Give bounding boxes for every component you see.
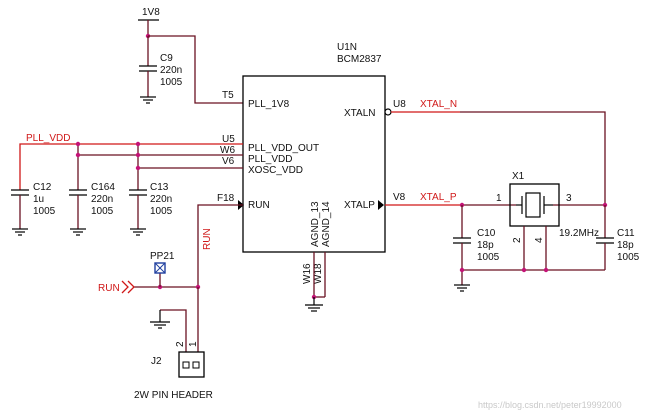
pin-name-pll-vdd-out: PLL_VDD_OUT bbox=[248, 143, 319, 154]
wire-run bbox=[197, 204, 243, 287]
pin-num-w18: W18 bbox=[313, 263, 324, 284]
net-label-run: RUN bbox=[202, 228, 213, 250]
c164-value: 220n bbox=[91, 194, 113, 205]
c12-size: 1005 bbox=[33, 206, 56, 217]
capacitor-c164: C164 220n 1005 bbox=[69, 182, 115, 236]
power-1v8-label: 1V8 bbox=[142, 7, 160, 18]
pin-name-xtaln: XTALN bbox=[344, 108, 376, 119]
x1-pin-4: 4 bbox=[534, 237, 545, 243]
capacitor-c11: C11 18p 1005 bbox=[596, 205, 640, 270]
c164-size: 1005 bbox=[91, 206, 114, 217]
c11-ref: C11 bbox=[617, 228, 635, 239]
run-port: RUN bbox=[98, 280, 135, 294]
pin-name-pll-vdd: PLL_VDD bbox=[248, 154, 292, 165]
c12-value: 1u bbox=[33, 194, 44, 205]
junction bbox=[75, 152, 81, 158]
pin-name-run: RUN bbox=[248, 200, 270, 211]
capacitor-c9: C9 220n 1005 bbox=[139, 36, 183, 104]
pp21-ref: PP21 bbox=[150, 251, 175, 262]
x1-pin-2: 2 bbox=[512, 237, 523, 243]
watermark: https://blog.csdn.net/peter19992000 bbox=[478, 400, 622, 410]
j2-pin-1: 1 bbox=[188, 341, 199, 347]
c9-size: 1005 bbox=[160, 77, 183, 88]
net-label-xtal-p: XTAL_P bbox=[420, 192, 457, 203]
c13-size: 1005 bbox=[150, 206, 173, 217]
j2-pin-2: 2 bbox=[175, 341, 186, 347]
wire-pll-1v8 bbox=[148, 35, 243, 104]
c10-size: 1005 bbox=[477, 252, 500, 263]
junction bbox=[543, 267, 549, 273]
chip-u1n: U1N BCM2837 PLL_1V8 PLL_VDD_OUT PLL_VDD … bbox=[217, 42, 406, 284]
wire-pll-vdd-out bbox=[19, 143, 243, 190]
pin-name-xosc-vdd: XOSC_VDD bbox=[248, 165, 303, 176]
run-port-label: RUN bbox=[98, 283, 120, 294]
c10-value: 18p bbox=[477, 240, 494, 251]
c11-value: 18p bbox=[617, 240, 634, 251]
pin-num-w6: W6 bbox=[220, 145, 235, 156]
xtaln-inverter-bubble bbox=[384, 108, 392, 116]
junction bbox=[135, 141, 141, 147]
c9-value: 220n bbox=[160, 65, 182, 76]
j2-ref: J2 bbox=[151, 356, 162, 367]
c13-value: 220n bbox=[150, 194, 172, 205]
net-label-pll-vdd: PLL_VDD bbox=[26, 133, 70, 144]
c9-ref: C9 bbox=[160, 53, 173, 64]
agnd-ground bbox=[305, 252, 326, 312]
pin-num-v8: V8 bbox=[393, 192, 406, 203]
power-1v8: 1V8 bbox=[138, 7, 160, 36]
chip-part: BCM2837 bbox=[337, 54, 382, 65]
x1-pin-1: 1 bbox=[496, 193, 502, 204]
junction bbox=[135, 165, 141, 171]
x1-pin-3: 3 bbox=[566, 193, 572, 204]
pin-name-agnd-14: AGND_14 bbox=[321, 201, 332, 247]
crystal-x1: X1 1 3 2 4 19.2MHz bbox=[496, 171, 599, 270]
c11-size: 1005 bbox=[617, 252, 640, 263]
pin-num-t5: T5 bbox=[222, 90, 234, 101]
capacitor-c12: C12 1u 1005 bbox=[11, 182, 56, 236]
pin-num-u8: U8 bbox=[393, 99, 406, 110]
c12-ref: C12 bbox=[33, 182, 52, 193]
xtalp-output-arrow bbox=[378, 200, 384, 210]
chip-ref: U1N bbox=[337, 42, 357, 53]
junction bbox=[135, 152, 141, 158]
junction bbox=[75, 141, 81, 147]
header-j2: 2 1 J2 2W PIN HEADER bbox=[134, 287, 213, 401]
c10-ref: C10 bbox=[477, 228, 496, 239]
pin-num-w16: W16 bbox=[302, 263, 313, 284]
net-label-xtal-n: XTAL_N bbox=[420, 99, 457, 110]
testpoint-pp21: PP21 bbox=[150, 251, 175, 287]
x1-frequency: 19.2MHz bbox=[559, 228, 599, 239]
pin-name-xtalp: XTALP bbox=[344, 200, 375, 211]
c13-ref: C13 bbox=[150, 182, 169, 193]
pin-num-v6: V6 bbox=[222, 156, 235, 167]
capacitor-c10: C10 18p 1005 bbox=[453, 205, 500, 292]
c164-ref: C164 bbox=[91, 182, 115, 193]
pin-name-agnd-13: AGND_13 bbox=[310, 201, 321, 247]
capacitor-c13: C13 220n 1005 bbox=[129, 182, 173, 236]
pin-num-f18: F18 bbox=[217, 193, 235, 204]
pin-num-u5: U5 bbox=[222, 134, 235, 145]
junction bbox=[459, 267, 465, 273]
pin-name-pll-1v8: PLL_1V8 bbox=[248, 99, 290, 110]
wire-xtal-n-return bbox=[460, 111, 606, 205]
j2-label: 2W PIN HEADER bbox=[134, 390, 213, 401]
junction bbox=[521, 267, 527, 273]
x1-ref: X1 bbox=[512, 171, 525, 182]
